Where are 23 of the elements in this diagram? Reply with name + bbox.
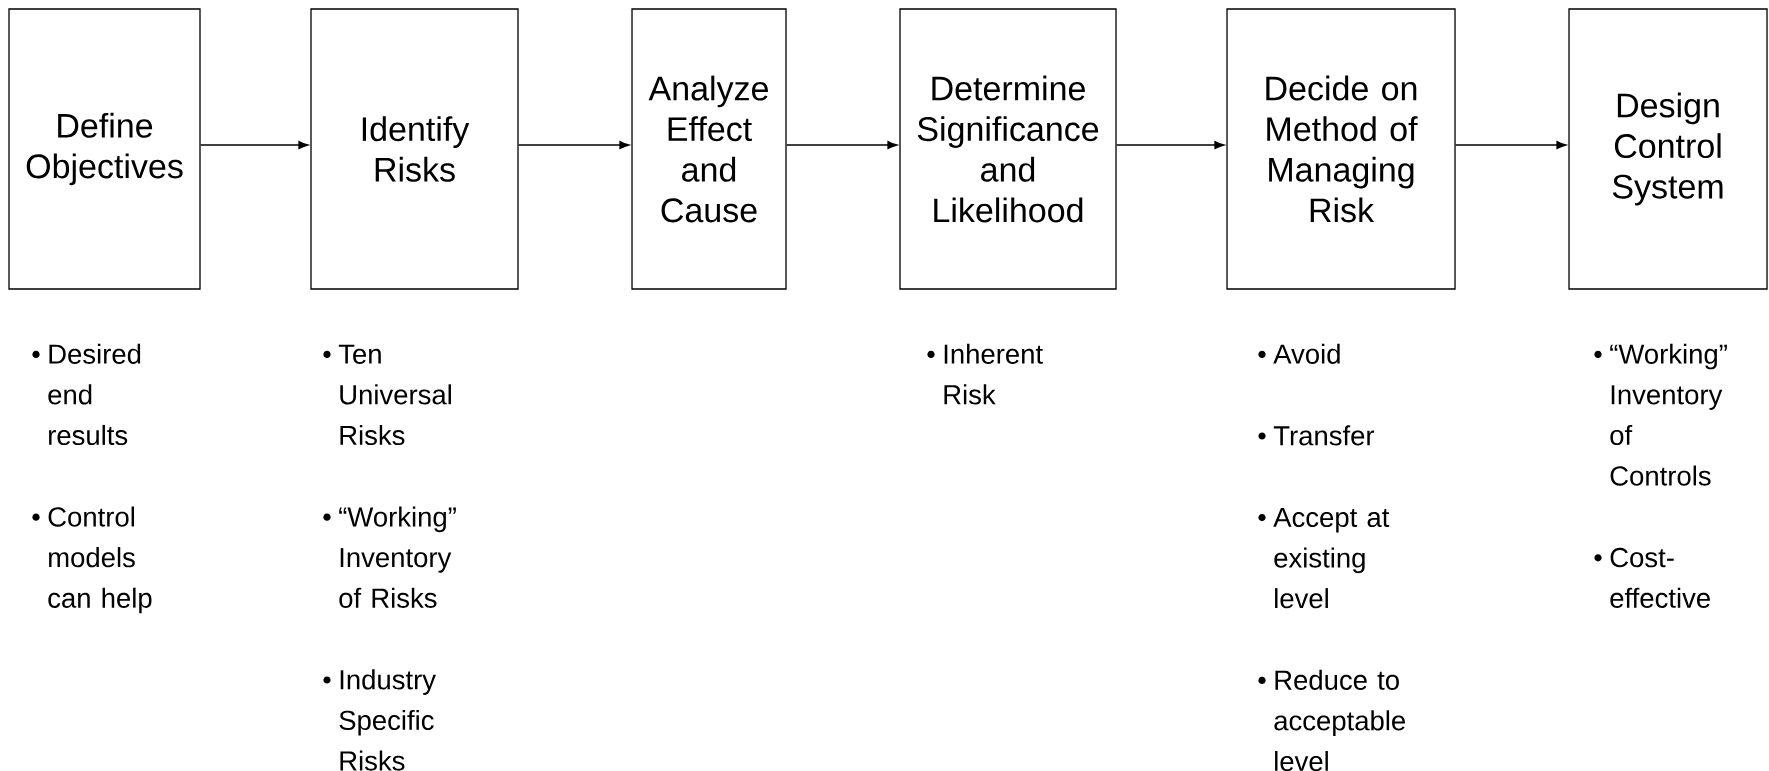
arrow bbox=[786, 141, 898, 149]
process-box: Decide on Method of Managing Risk bbox=[1226, 8, 1456, 290]
bullet-item: Cost-effective bbox=[1594, 547, 1710, 608]
arrow bbox=[1116, 141, 1225, 149]
bullet-item: “Working” Inventory of Controls bbox=[1594, 343, 1727, 486]
process-box: Define Objectives bbox=[8, 8, 201, 290]
bullet-item: Avoid bbox=[1258, 343, 1340, 364]
arrow bbox=[1455, 141, 1567, 149]
process-box: Identify Risks bbox=[310, 8, 519, 290]
process-box: Design Control System bbox=[1568, 8, 1768, 290]
arrow bbox=[518, 141, 630, 149]
bullet-item: Control models can help bbox=[32, 506, 152, 614]
bullet-item: Accept at existing level bbox=[1258, 507, 1390, 609]
bullet-item: Reduce to acceptable level bbox=[1258, 669, 1405, 771]
bullet-item: Transfer bbox=[1258, 425, 1375, 446]
process-box: Determine Significance and Likelihood bbox=[899, 8, 1117, 290]
bullet-item: Industry Specific Risks bbox=[323, 669, 436, 771]
process-box: Analyze Effect and Cause bbox=[631, 8, 787, 290]
arrow bbox=[200, 141, 309, 149]
bullet-item: “Working” Inventory of Risks bbox=[323, 506, 456, 608]
bullet-item: Ten Universal Risks bbox=[323, 344, 451, 446]
bullet-item: Inherent Risk bbox=[927, 343, 1043, 405]
bullet-item: Desired end results bbox=[32, 343, 141, 446]
